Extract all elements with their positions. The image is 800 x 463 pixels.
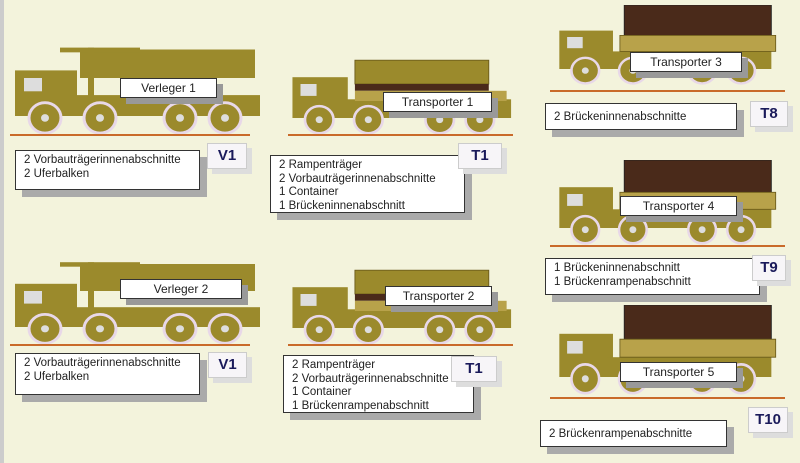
load-item: 2 Uferbalken [24,167,90,180]
load-item: 1 Brückenrampenabschnitt [554,275,691,288]
vehicle-label: Transporter 4 [620,196,737,216]
ground-line [10,344,250,346]
load-item: 1 Container [279,186,339,198]
truck-verleger [10,40,270,135]
load-item: 2 Vorbauträgerinnenabschnitte [292,372,449,385]
ground-line [288,134,513,136]
load-item: 1 Brückeninnenabschnitt [554,262,680,274]
load-item: 2 Vorbauträgerinnenabschnitte [24,154,181,166]
ground-line [550,245,785,247]
truck-transporter [288,50,520,135]
ground-line [10,134,250,136]
vehicle-code-badge: T1 [451,356,497,382]
load-item: 2 Brückenrampenabschnitte [549,428,693,440]
load-item: 2 Brückeninnenabschnitte [554,111,687,123]
left-border [0,0,4,463]
truck-verleger [10,255,270,345]
vehicle-label: Transporter 1 [383,92,492,112]
load-item: 2 Vorbauträgerinnenabschnitte [24,357,181,369]
vehicle-label: Transporter 2 [385,286,492,306]
vehicle-code-badge: T1 [458,143,502,169]
vehicle-code-badge: V1 [207,143,247,169]
load-item: 1 Brückeninnenabschnitt [279,199,405,212]
truck-flatbed [555,4,780,85]
load-list: 2 Brückeninnenabschnitte [545,103,737,130]
vehicle-code-badge: T9 [752,255,786,281]
load-item: 2 Rampenträger [292,359,376,371]
vehicle-code-badge: T8 [750,101,788,127]
load-item: 2 Rampenträger [279,159,363,171]
load-item: 1 Brückenrampenabschnitt [292,399,429,412]
bridge-section [80,49,255,78]
vehicle-label: Transporter 5 [620,362,737,382]
ground-line [550,90,785,92]
vehicle-label: Transporter 3 [630,52,742,72]
cargo [354,59,490,85]
vehicle-code-badge: V1 [208,352,247,378]
vehicle-label: Verleger 1 [120,78,217,98]
cargo [623,159,772,193]
load-item: 2 Uferbalken [24,370,90,383]
load-item: 1 Container [292,386,352,398]
ground-line [288,344,513,346]
load-list: 2 Brückenrampenabschnitte [540,420,727,447]
load-item: 2 Vorbauträgerinnenabschnitte [279,172,436,185]
cargo [623,4,772,36]
ground-line [550,397,785,399]
cargo [623,304,772,340]
vehicle-label: Verleger 2 [120,279,242,299]
vehicle-code-badge: T10 [748,407,788,433]
